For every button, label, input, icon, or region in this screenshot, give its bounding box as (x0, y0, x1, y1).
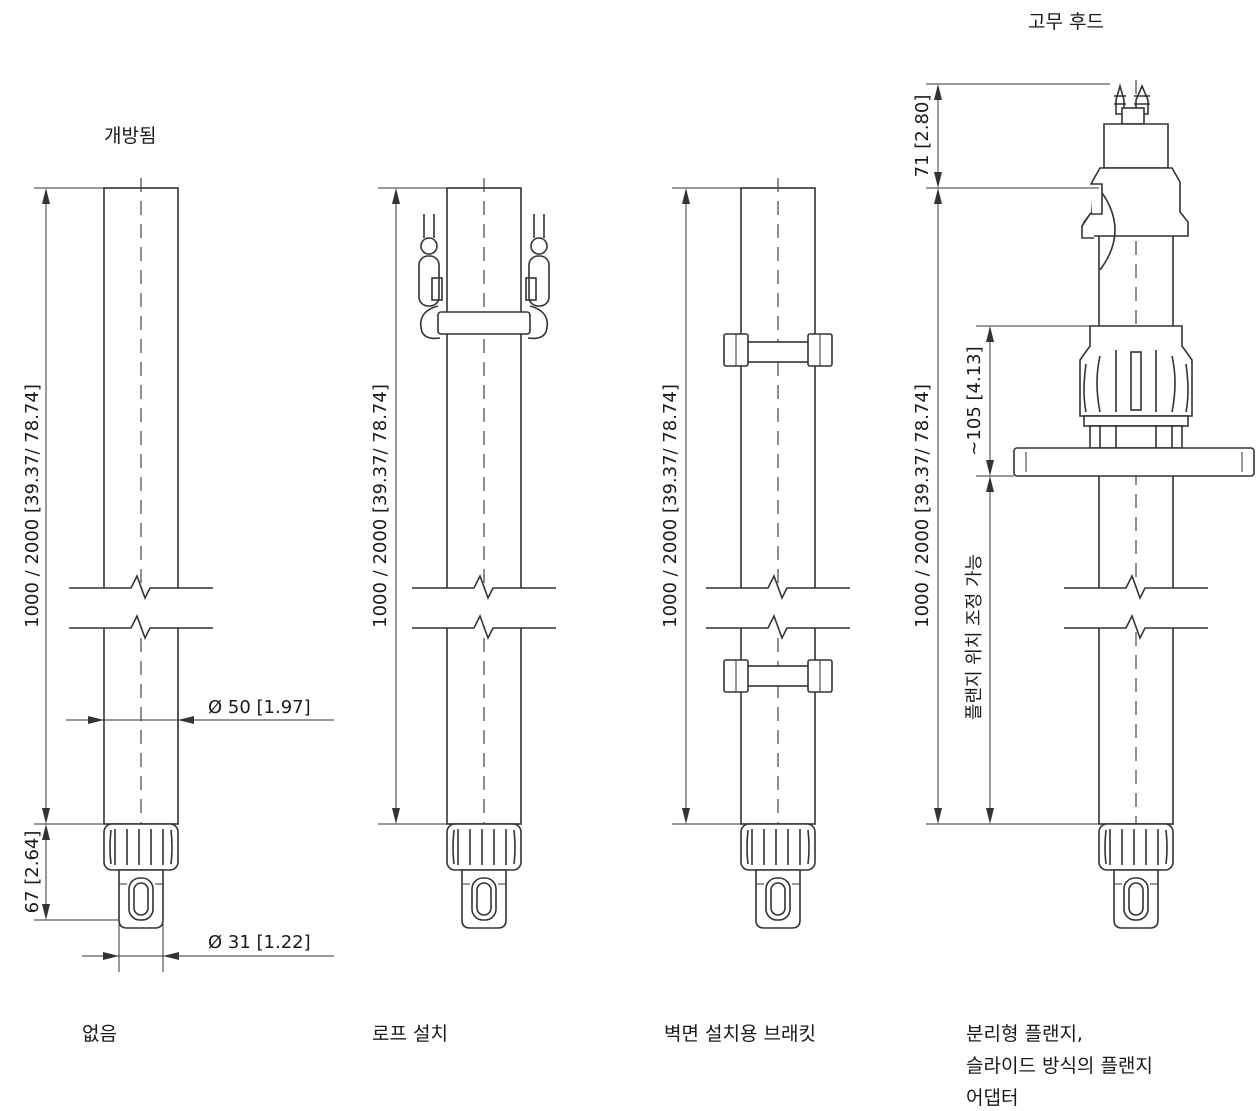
flange-offset-dimension: ~105 [4.13] (964, 346, 985, 455)
sensor-flange (926, 80, 1255, 930)
length-dimension-3: 1000 / 2000 [39.37/ 78.74] (660, 384, 681, 628)
rubber-hood-label: 고무 후드 (1028, 11, 1104, 33)
head-diameter-dimension: Ø 31 [1.22] (208, 932, 311, 953)
flange-adjustable-label: 플랜지 위치 조정 가능 (964, 554, 985, 720)
caption-rope: 로프 설치 (372, 1023, 448, 1045)
flange-adapter (1013, 325, 1255, 477)
wall-bracket-upper (723, 333, 833, 367)
caption-none: 없음 (82, 1023, 117, 1045)
open-label: 개방됨 (104, 125, 156, 147)
length-dimension-4: 1000 / 2000 [39.37/ 78.74] (912, 384, 933, 628)
caption-flange-line3: 어댑터 (966, 1087, 1018, 1109)
head-height-dimension: 67 [2.64] (22, 831, 43, 914)
caption-flange-line1: 분리형 플랜지, (966, 1023, 1083, 1045)
tube-diameter-dimension: Ø 50 [1.97] (208, 697, 311, 718)
sensor-none (34, 178, 334, 972)
sensor-rope (378, 178, 557, 930)
caption-wall-bracket: 벽면 설치용 브래킷 (664, 1023, 816, 1045)
sensor-wall-bracket (672, 178, 851, 930)
rubber-hood (1081, 83, 1189, 271)
rope-clamp (418, 214, 550, 340)
hood-height-dimension: 71 [2.80] (912, 95, 933, 178)
caption-flange-line2: 슬라이드 방식의 플랜지 (966, 1055, 1153, 1077)
length-dimension-2: 1000 / 2000 [39.37/ 78.74] (370, 384, 391, 628)
wall-bracket-lower (723, 659, 833, 693)
length-dimension-1: 1000 / 2000 [39.37/ 78.74] (22, 384, 43, 628)
